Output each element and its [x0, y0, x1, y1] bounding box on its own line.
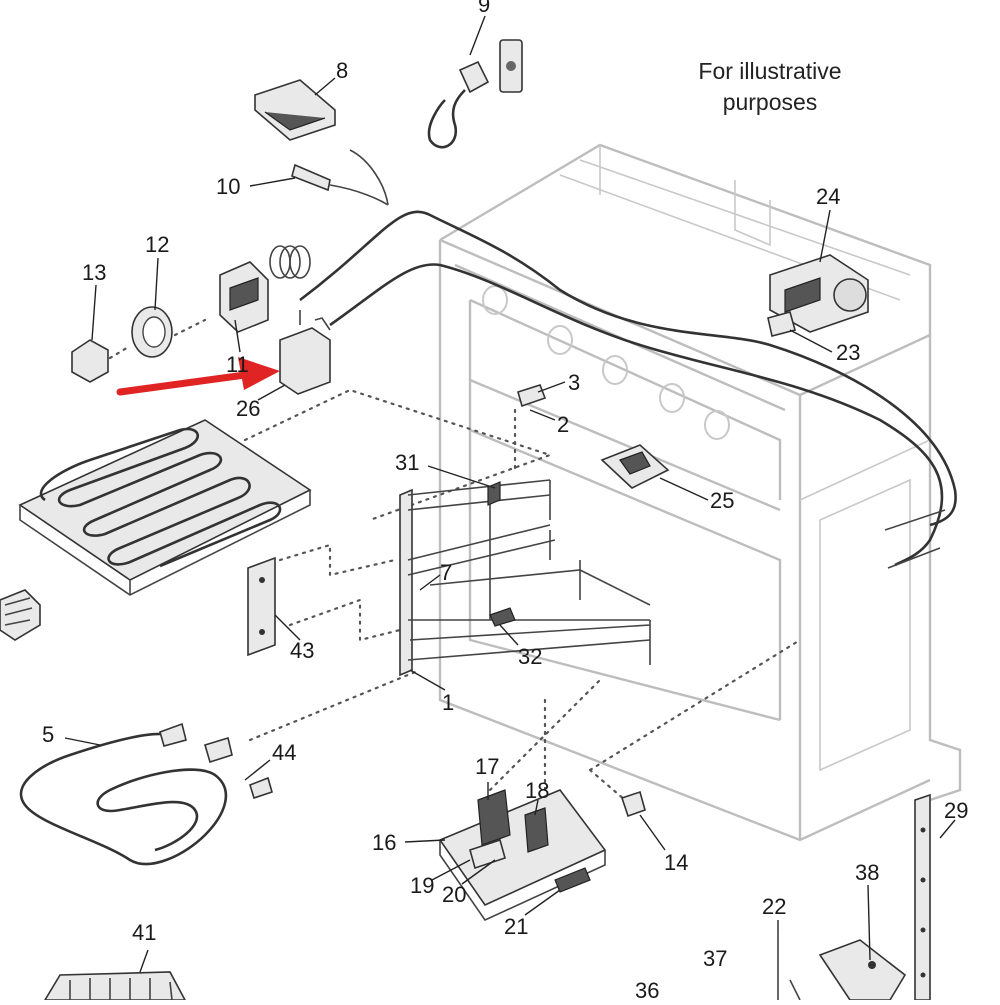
illustrative-note: For illustrative purposes — [660, 56, 880, 118]
callout-2: 2 — [557, 412, 569, 437]
callout-18: 18 — [525, 778, 549, 803]
part-44-terminals — [249, 776, 273, 800]
part-10-sensor — [291, 149, 389, 206]
callout-32: 32 — [518, 644, 542, 669]
callout-8: 8 — [336, 58, 348, 83]
callout-26: 26 — [236, 396, 260, 421]
callout-labels: 8 9 10 12 13 11 26 24 23 3 2 25 31 7 32 … — [42, 0, 968, 1003]
callout-16: 16 — [372, 830, 396, 855]
highlight-arrow — [116, 357, 280, 396]
part-edge-connector — [0, 589, 41, 641]
part-25-latch — [600, 444, 670, 489]
part-coil — [269, 245, 311, 279]
callout-29: 29 — [944, 798, 968, 823]
part-3-switch — [517, 384, 547, 408]
callout-11: 11 — [226, 352, 249, 377]
callout-21: 21 — [504, 914, 528, 939]
part-29-rail — [914, 793, 931, 1001]
part-30-hidden-bake-element — [18, 419, 312, 596]
callout-37: 37 — [703, 946, 727, 971]
part-24-fan — [769, 254, 869, 333]
part-12-bezel — [131, 306, 173, 358]
callout-38: 38 — [855, 860, 879, 885]
part-43-plate — [247, 556, 276, 657]
callout-20: 20 — [442, 882, 466, 907]
callout-25: 25 — [710, 488, 734, 513]
part-5-broil-element — [19, 722, 233, 866]
note-line-1: For illustrative — [698, 58, 842, 84]
callout-5: 5 — [42, 722, 54, 747]
callout-17: 17 — [475, 754, 499, 779]
part-16-board-bracket — [438, 789, 607, 922]
callout-44: 44 — [272, 740, 296, 765]
callout-13: 13 — [82, 260, 106, 285]
callout-3: 3 — [568, 370, 580, 395]
callout-24: 24 — [816, 184, 840, 209]
callout-31: 31 — [395, 450, 419, 475]
part-13-knob — [71, 339, 109, 383]
callout-10: 10 — [216, 174, 240, 199]
note-line-2: purposes — [722, 89, 818, 115]
oven-cabinet — [438, 143, 962, 842]
callout-19: 19 — [410, 873, 434, 898]
part-23-clip — [767, 311, 796, 337]
callout-14: 14 — [664, 850, 688, 875]
callout-9: 9 — [478, 0, 490, 17]
callout-23: 23 — [836, 340, 860, 365]
callout-1: 1 — [442, 690, 454, 715]
wire-harness — [299, 210, 957, 569]
part-1-rack-frame — [399, 479, 651, 677]
callout-12: 12 — [145, 232, 169, 257]
callout-36: 36 — [635, 978, 659, 1000]
part-38-hinge — [818, 939, 907, 1001]
callout-7: 7 — [440, 560, 452, 585]
callout-43: 43 — [290, 638, 314, 663]
part-11-relay — [219, 261, 269, 333]
part-22-rod — [777, 930, 801, 1001]
dotted-guides — [108, 318, 802, 802]
part-9-power-cord — [427, 39, 523, 149]
part-26-bracket — [279, 310, 331, 395]
part-14-sensor — [620, 790, 646, 818]
part-41-vent — [43, 971, 187, 1001]
callout-22: 22 — [762, 894, 786, 919]
callout-41: 41 — [132, 920, 156, 945]
callout-leaders — [64, 15, 956, 973]
